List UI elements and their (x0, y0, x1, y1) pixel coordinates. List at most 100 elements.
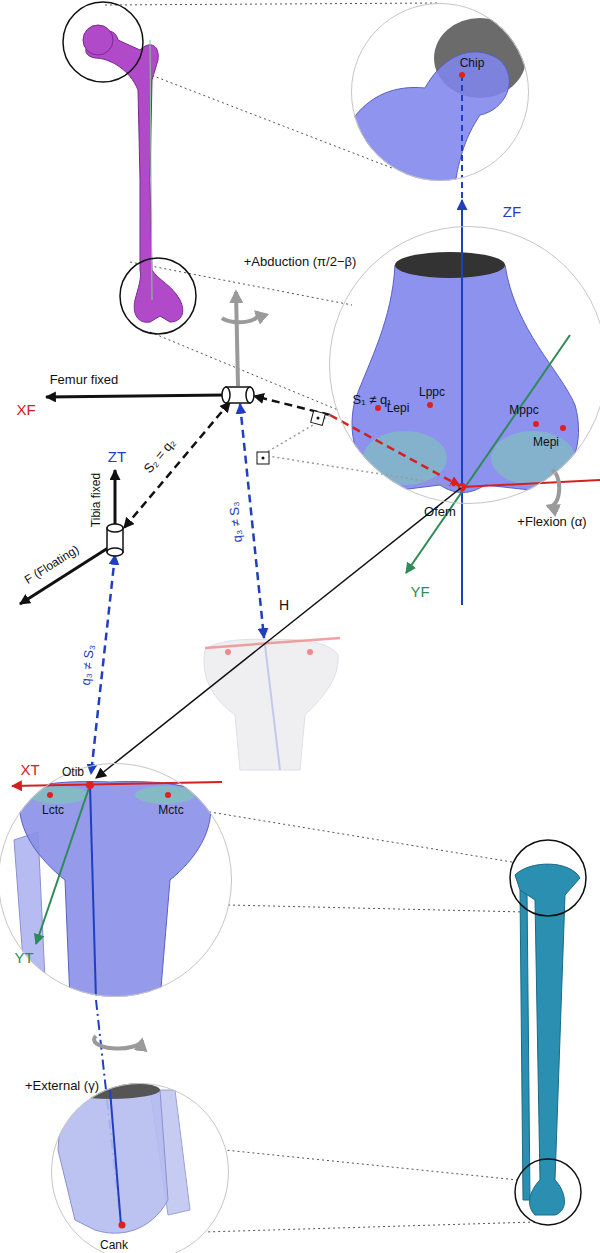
landmark-dot (427, 402, 433, 408)
zoom-leader (210, 812, 512, 862)
zoom-leader (138, 70, 392, 168)
landmark-dot (459, 72, 465, 78)
femur-shape (86, 31, 183, 322)
axis-label: XT (20, 762, 39, 779)
zoom-circle (63, 2, 143, 82)
axis-label: ZT (108, 449, 126, 466)
y-axis-tibia (36, 785, 90, 944)
y-axis-femur (406, 335, 570, 573)
landmark-dot (47, 792, 53, 798)
origin-label: Ofem (424, 505, 456, 519)
axis-label: XF (16, 402, 35, 419)
zoom-leader (150, 332, 338, 410)
femur-knee-inset-circle: LepiLppcMppcMepi (329, 226, 600, 504)
cartilage (28, 786, 88, 804)
axis-note: Tibia fixed (90, 473, 103, 527)
zoom-leader (205, 1222, 535, 1232)
landmark-dot (225, 649, 231, 655)
rotation-label: +Flexion (α) (517, 515, 586, 529)
abduction-axis (236, 292, 238, 386)
axis-label: ZF (503, 204, 521, 221)
construction-line (262, 455, 462, 487)
right-angle-mark (311, 411, 326, 426)
rotation-label: +Abduction (π/2−β) (244, 255, 357, 269)
right-angle-dot (317, 417, 320, 420)
zoom-circle (510, 840, 586, 916)
tibia-axis (90, 785, 96, 1000)
construction-lines (262, 415, 462, 487)
tibia-fixed-axis (114, 470, 117, 528)
fibula-shape (520, 890, 530, 1200)
proximal-tibia (19, 782, 210, 1000)
q3-vector (240, 404, 264, 638)
landmark-name: Mppc (509, 404, 538, 417)
femur-fixed-axis (46, 395, 225, 397)
landmark-name: Lppc (419, 386, 445, 399)
h-vector (96, 487, 462, 778)
zoom-leader (225, 1150, 518, 1180)
zoom-leader (228, 905, 525, 912)
vector-label: q₃ ≠ S₃ (79, 644, 97, 686)
zoom-leader (105, 3, 440, 5)
axis-note: Femur fixed (50, 373, 119, 387)
right-angle-dot (262, 457, 265, 460)
landmark-dot (307, 649, 313, 655)
axis-label: YF (410, 584, 429, 601)
landmark-name: Cank (100, 1239, 128, 1252)
vector-label: S₁ ≠ q₁ (352, 393, 391, 407)
cylinder-end (222, 387, 230, 403)
tibia-inset-art (14, 782, 211, 1000)
vector-label: q₃ ≠ S₃ (227, 501, 245, 543)
mechanical-axis (461, 75, 463, 185)
tibia-bone (510, 840, 586, 1225)
landmark-dot (165, 792, 171, 798)
external-rotation-arrow (94, 1036, 142, 1049)
vector-label: H (279, 598, 289, 613)
x-axis-femur-dashed (330, 415, 460, 486)
cartilage (491, 431, 575, 485)
x-axis-femur (462, 480, 600, 487)
abduction-rotation-arrow (222, 312, 258, 322)
tibia-inset-circle: OtibLctcMctc (0, 763, 232, 997)
vector-label: S₂ = q₂ (141, 436, 178, 476)
cartilage (363, 431, 447, 485)
x-axis-tibia (12, 782, 222, 786)
mechanical-axis (461, 182, 463, 198)
right-angle-marks (257, 411, 325, 464)
ankle-inset-art (58, 1081, 190, 1233)
landmark-name: Chip (460, 57, 485, 70)
hip-inset-circle: Chip (351, 3, 529, 181)
landmark-name: Lctc (42, 804, 64, 817)
zoom-leaders (105, 3, 535, 1232)
tibia-axis (110, 1090, 121, 1225)
right-angle-mark (257, 452, 269, 464)
ghost-plateau-line (205, 638, 340, 648)
landmark-dot (533, 421, 539, 427)
femur-axis-line (150, 40, 152, 300)
joint-cylinder (222, 387, 254, 403)
cylinder-end (107, 524, 123, 532)
flexion-rotation-arrow (548, 470, 559, 506)
axis-note: F (Floating) (22, 543, 81, 587)
origin-dot (86, 781, 94, 789)
landmark-dot (560, 425, 566, 431)
landmark-dot (119, 1222, 126, 1229)
ankle-inset-circle: Cank (51, 1083, 229, 1253)
z-axis-femur (461, 200, 463, 605)
landmark-name: Otib (62, 766, 84, 779)
ghost-tibia (204, 639, 338, 770)
femur-bone (63, 2, 196, 334)
zoom-circle (515, 1159, 581, 1225)
proximal-femur (352, 52, 509, 185)
ghost-tibia-shape (204, 639, 338, 770)
cylinder-end (107, 548, 123, 556)
zoom-circle (120, 258, 196, 334)
cylinder-end (246, 387, 254, 403)
femur-cut-section (395, 252, 505, 278)
joint-cylinder (107, 524, 123, 556)
s2-vector (124, 402, 230, 528)
